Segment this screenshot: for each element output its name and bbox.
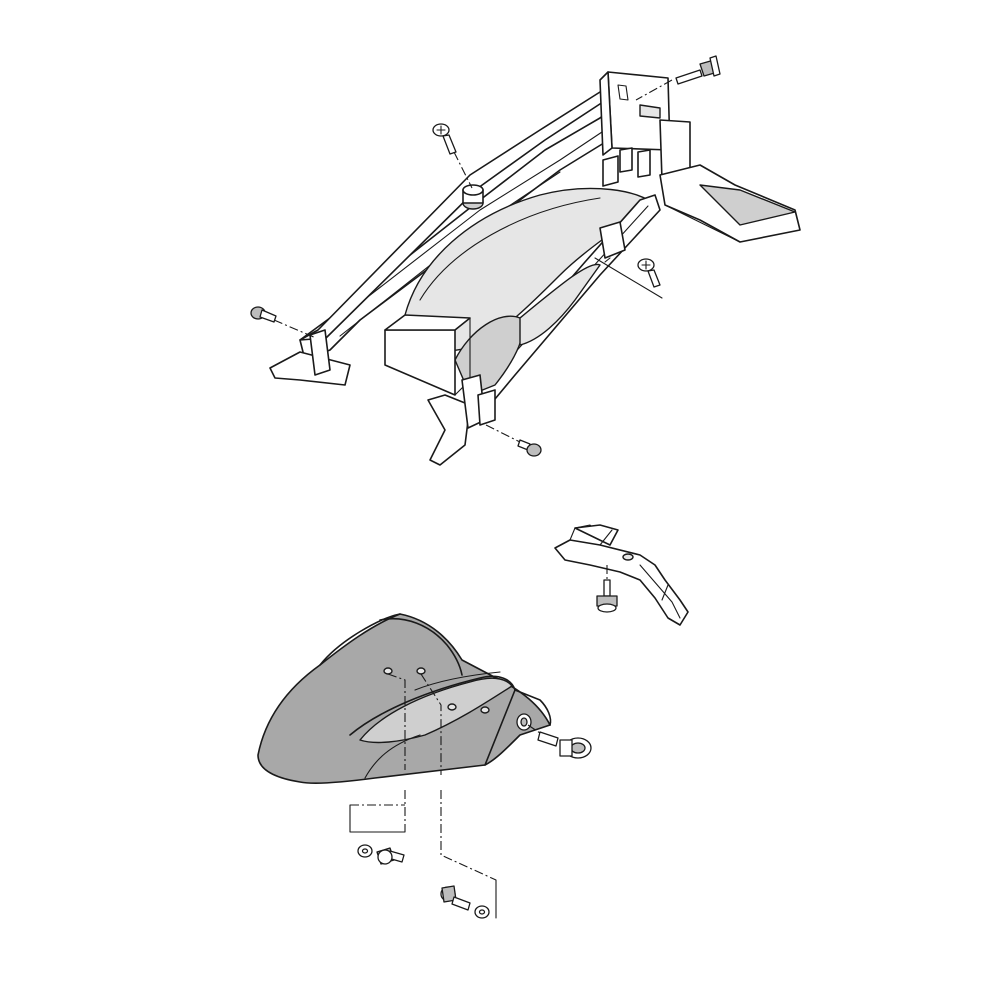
fender-bolt-right: [440, 885, 471, 911]
inner-fender-screw-top-left: [432, 123, 457, 155]
fender-washer-left: [357, 844, 373, 858]
inner-fender-bolt-left: [250, 306, 277, 323]
front-fender: [257, 613, 552, 784]
leader-line: [635, 79, 673, 101]
leader-line: [485, 424, 521, 443]
leader-line: [527, 724, 541, 734]
inner-fender-bolt-bottom: [517, 439, 542, 457]
leader-line: [273, 319, 317, 339]
rear-inner-fender: [269, 71, 801, 466]
leader-line: [594, 257, 663, 299]
inner-fender-bolt-top-right: [675, 55, 721, 85]
inner-fender-screw-right: [637, 258, 661, 288]
fender-bolt-left: [376, 847, 405, 865]
fender-washer-right: [474, 905, 490, 919]
fender-grommet: [537, 731, 592, 759]
bracket-bolt: [596, 579, 618, 613]
fender-leader-lines: [349, 673, 497, 919]
leader-line: [453, 151, 473, 189]
fender-bracket: [554, 524, 689, 626]
